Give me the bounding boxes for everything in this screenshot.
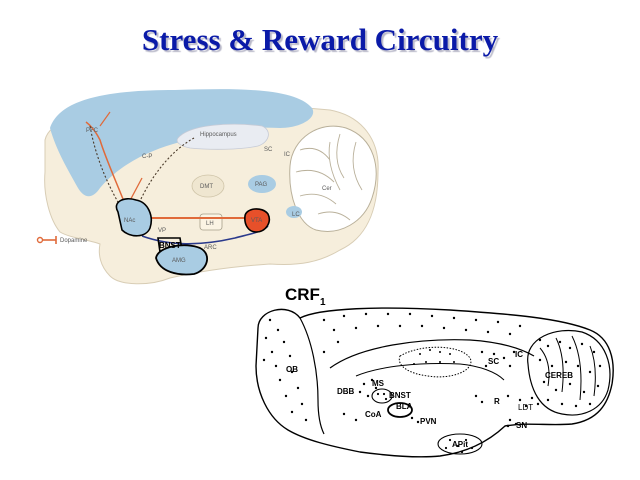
bnst-outline (371, 388, 393, 404)
crf1-label-coa: CoA (365, 410, 382, 419)
label-arc: ARC (204, 245, 217, 251)
label-bnst: BNST (159, 241, 181, 250)
label-nac: NAc (124, 218, 135, 224)
vta-region (244, 208, 271, 233)
crf1-title: CRF1 (285, 285, 326, 308)
inner-contour-ventral (355, 363, 505, 381)
crf1-label-ldt: LDT (518, 403, 533, 412)
crf1-receptor-dots (262, 312, 602, 454)
label-vp: VP (158, 228, 166, 234)
olfactory-bulb-contour (299, 317, 325, 435)
legend-dopamine: Dopamine (60, 238, 88, 244)
crf1-label-ob: OB (286, 365, 298, 374)
crf1-label-dbb: DBB (337, 387, 355, 396)
dopamine-mesocortical (85, 121, 129, 213)
label-ic: IC (284, 152, 291, 158)
fourth-ventricle (286, 206, 302, 218)
crf1-distribution-diagram: CRF1 (255, 285, 614, 458)
label-sc: SC (264, 147, 273, 153)
label-pag: PAG (255, 182, 268, 188)
label-pfc: PFC (86, 128, 99, 134)
amg-region (155, 244, 208, 276)
inner-contour-dorsal (329, 339, 535, 369)
pag-region (248, 175, 276, 193)
reward-circuit-diagram: PFC Hippocampus C-P SC IC DMT PAG Cer LC… (32, 84, 380, 290)
hippocampus-region (176, 123, 269, 150)
dmt-region (191, 174, 225, 198)
slide-title: Stress & Reward Circuitry (141, 22, 499, 57)
cerebellum-region (289, 125, 377, 232)
crf1-label-pvn: PVN (420, 417, 437, 426)
crf1-label-ms: MS (372, 379, 385, 388)
label-vta: VTA (251, 218, 262, 224)
ventricle (50, 89, 314, 197)
label-lh: LH (206, 221, 214, 227)
label-lc: LC (292, 212, 300, 218)
crf1-label-apit: APit (452, 440, 468, 449)
nac-region (115, 197, 152, 237)
label-hippocampus: Hippocampus (200, 132, 237, 138)
crf1-cerebellum (527, 329, 611, 416)
dopamine-legend: Dopamine (36, 236, 88, 244)
pituitary-outline (437, 433, 483, 455)
label-cp: C-P (142, 154, 152, 160)
label-dmt: DMT (200, 184, 213, 190)
bla-outline (387, 402, 413, 418)
label-cer: Cer (322, 186, 332, 192)
crf1-label-bla: BLA (396, 402, 413, 411)
hippocampus-contour (398, 346, 472, 378)
crf1-label-sc: SC (488, 357, 499, 366)
crf1-label-cereb: CEREB (545, 371, 573, 380)
crf1-label-sn: SN (516, 421, 527, 430)
crf1-label-bnst: BNST (389, 391, 411, 400)
label-amg: AMG (172, 258, 186, 264)
crf1-label-ic: IC (515, 350, 523, 359)
crf1-brain-outline (255, 307, 614, 458)
crf1-label-r: R (494, 397, 500, 406)
